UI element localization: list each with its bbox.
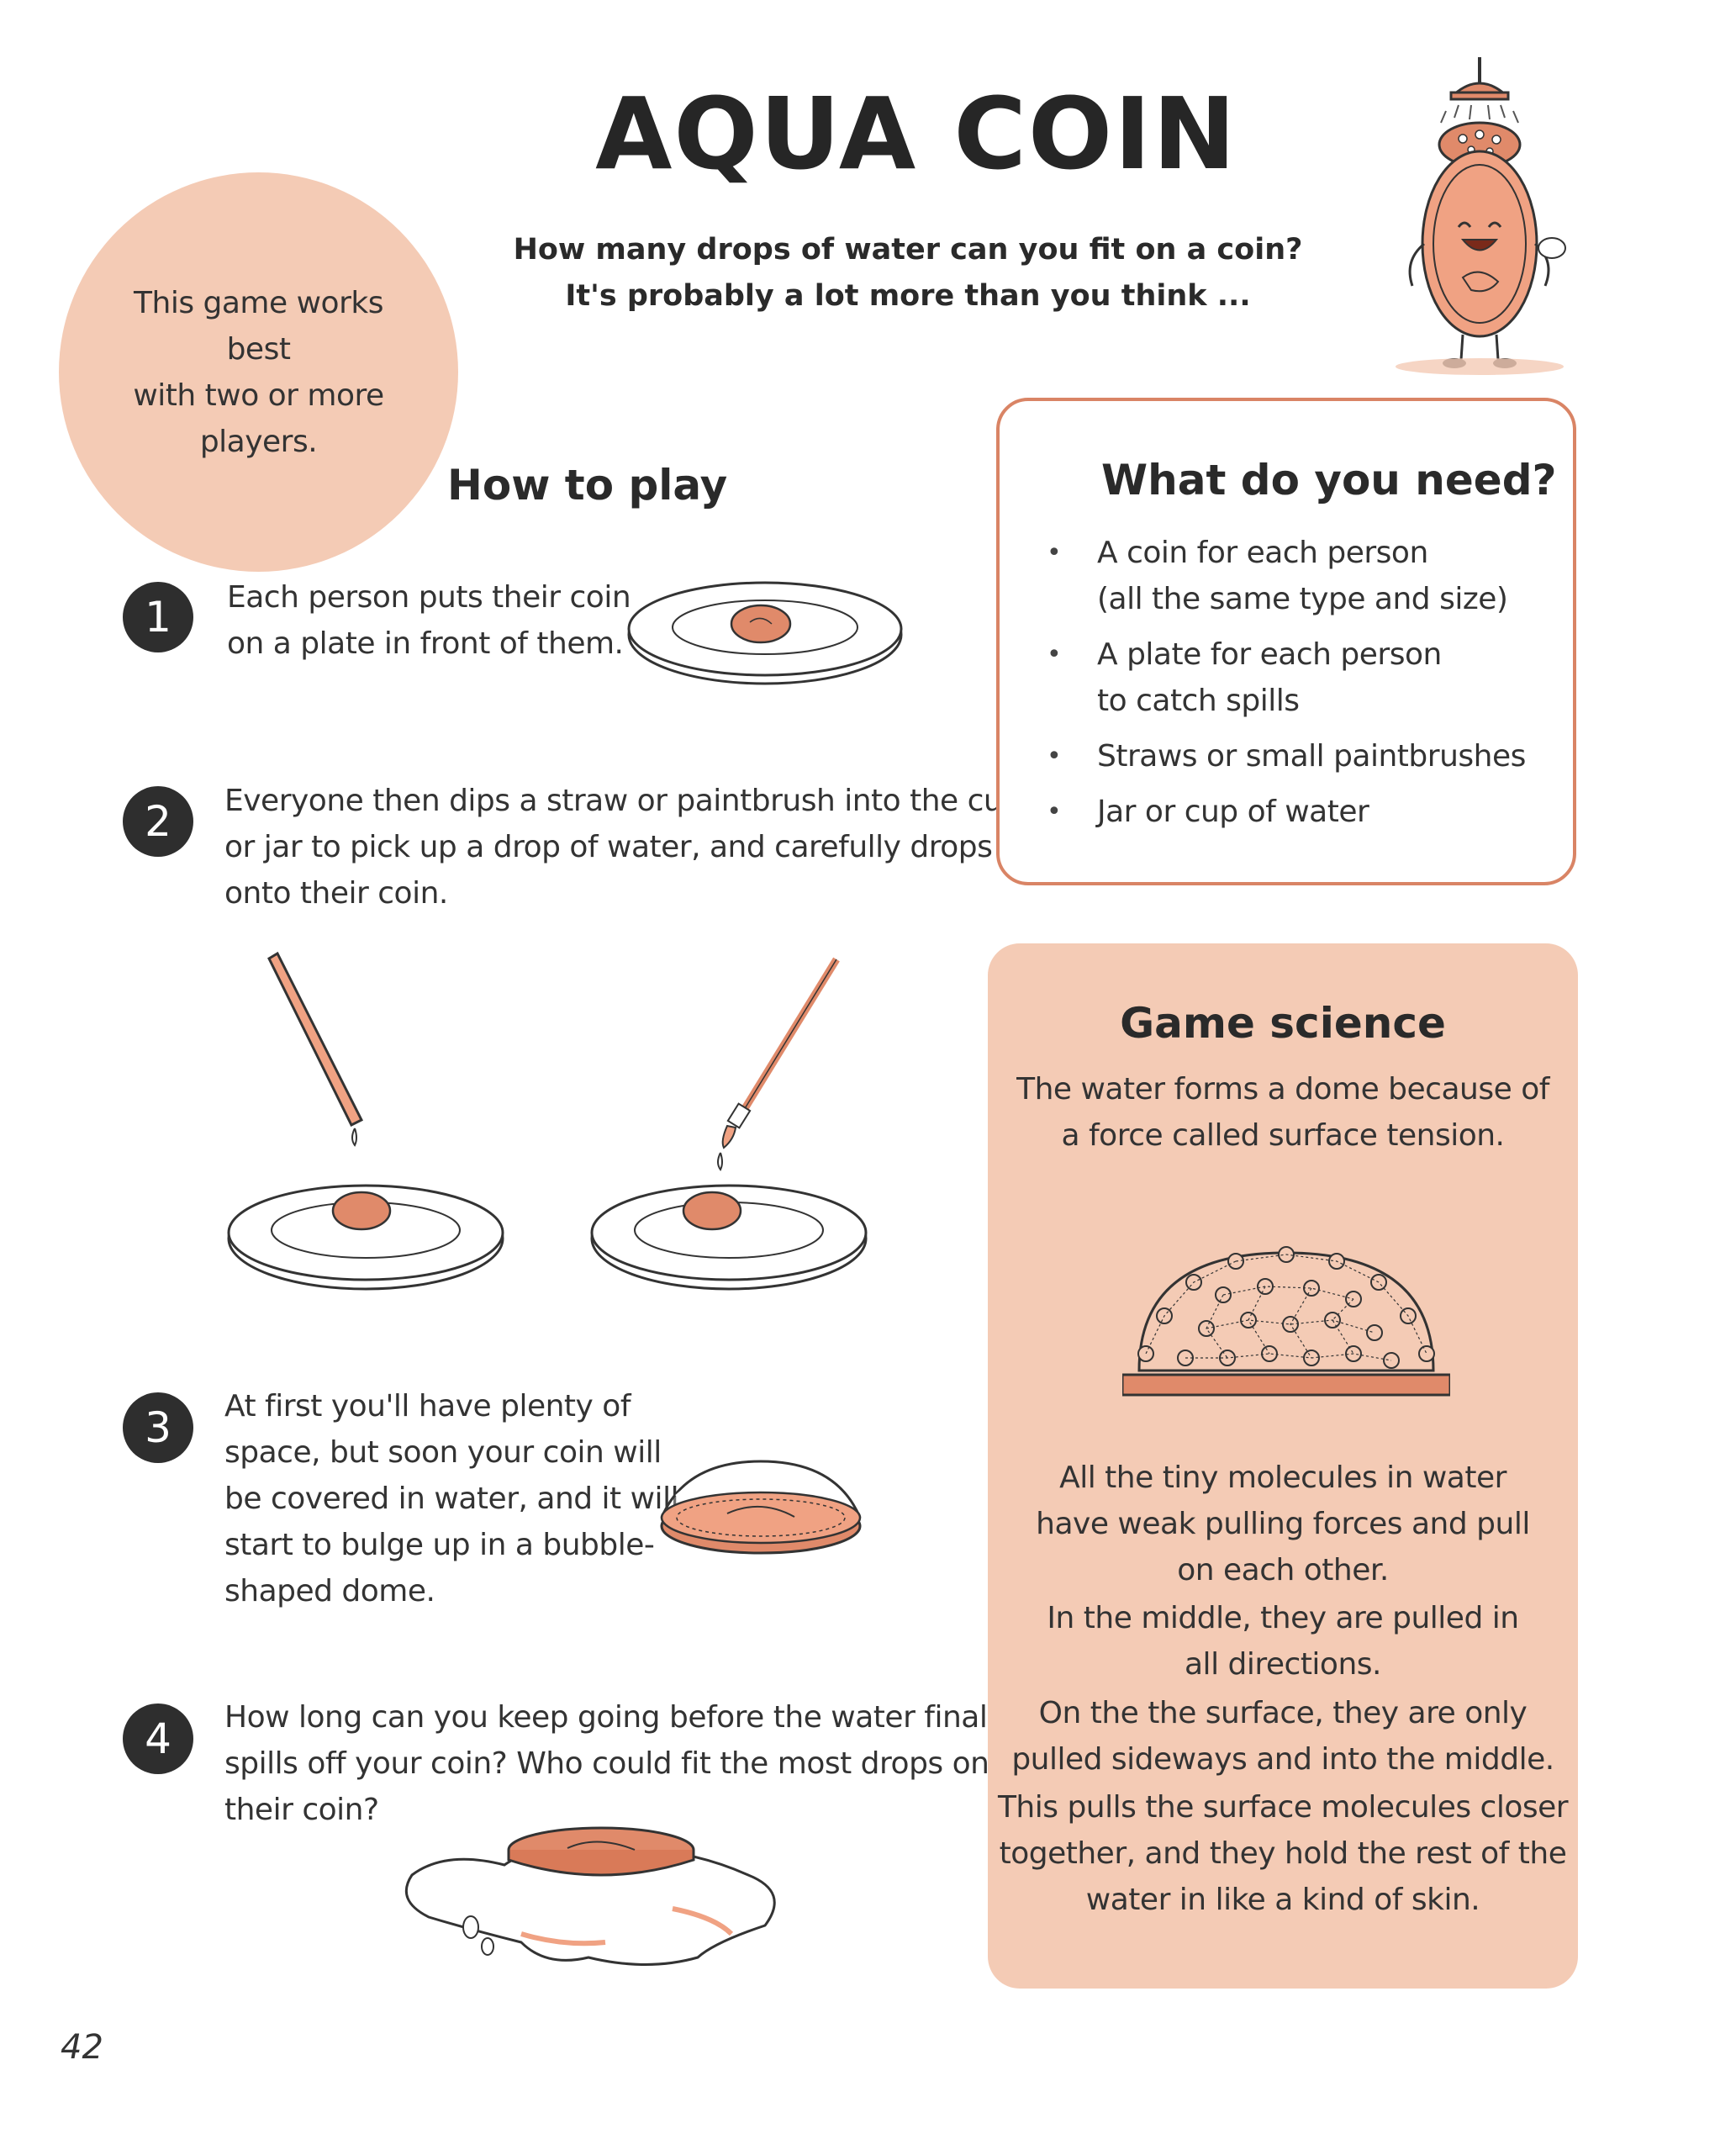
intro-line: This game works best (134, 285, 383, 367)
step-text: Each person puts their coin on a plate i… (227, 574, 631, 667)
science-line: This pulls the surface molecules closer (997, 1790, 1569, 1825)
step-line: start to bulge up in a bubble- (224, 1528, 655, 1562)
paintbrush-drop-illustration (590, 957, 868, 1291)
need-line: (all the same type and size) (1097, 582, 1508, 616)
list-item: • Jar or cup of water (1047, 789, 1551, 835)
need-line: to catch spills (1097, 684, 1300, 718)
step-number: 4 (123, 1704, 193, 1774)
science-line: water in like a kind of skin. (1085, 1883, 1480, 1917)
need-line: Jar or cup of water (1097, 795, 1369, 829)
step-number: 1 (123, 582, 193, 652)
science-line: All the tiny molecules in water (1059, 1461, 1506, 1495)
molecule-dome-diagram (1122, 1246, 1450, 1397)
step-line: shaped dome. (224, 1574, 435, 1608)
need-line: A plate for each person (1097, 637, 1442, 672)
page-subtitle: How many drops of water can you fit on a… (504, 227, 1311, 320)
step-line: spills off your coin? Who could fit the … (224, 1746, 989, 1781)
list-item: • A coin for each person (all the same t… (1047, 530, 1551, 622)
water-spill-illustration (404, 1826, 776, 1966)
step-text: At first you'll have plenty of space, bu… (224, 1383, 679, 1614)
step-line: Everyone then dips a straw or paintbrush… (224, 784, 1021, 818)
science-line: on each other. (1177, 1553, 1389, 1587)
list-item: • Straws or small paintbrushes (1047, 733, 1551, 779)
science-line: together, and they hold the rest of the (999, 1836, 1567, 1871)
science-paragraph: This pulls the surface molecules closer … (996, 1784, 1570, 1923)
step-number: 3 (123, 1392, 193, 1463)
intro-text: This game works best with two or more pl… (120, 280, 398, 465)
step-line: on a plate in front of them. (227, 626, 624, 661)
step-text: Everyone then dips a straw or paintbrush… (224, 778, 1021, 916)
bullet-icon: • (1047, 538, 1062, 568)
step-line: their coin? (224, 1793, 379, 1827)
need-line: A coin for each person (1097, 536, 1428, 570)
step-line: onto their coin. (224, 876, 448, 911)
coin-water-dome-illustration (660, 1460, 862, 1555)
step-text: How long can you keep going before the w… (224, 1694, 1013, 1833)
step-line: or jar to pick up a drop of water, and c… (224, 830, 1021, 864)
science-line: a force called surface tension. (1061, 1118, 1505, 1153)
science-box (988, 943, 1578, 1989)
need-line: Straws or small paintbrushes (1097, 739, 1526, 774)
coin-mascot-illustration (1396, 57, 1566, 375)
step-line: At first you'll have plenty of (224, 1389, 631, 1424)
page-title: AQUA COIN (595, 76, 1237, 192)
needs-heading: What do you need? (1101, 456, 1557, 504)
bullet-icon: • (1047, 640, 1062, 669)
science-paragraph: In the middle, they are pulled in all di… (996, 1595, 1570, 1688)
step-line: space, but soon your coin will (224, 1435, 662, 1470)
needs-list: • A coin for each person (all the same t… (1047, 530, 1551, 844)
intro-circle: This game works best with two or more pl… (59, 172, 458, 572)
step-line: How long can you keep going before the w… (224, 1700, 1013, 1735)
science-paragraph: All the tiny molecules in water have wea… (996, 1455, 1570, 1593)
needs-box (996, 398, 1576, 885)
intro-line: players. (199, 424, 318, 459)
science-line: pulled sideways and into the middle. (1011, 1742, 1554, 1777)
subtitle-line: It's probably a lot more than you think … (565, 279, 1251, 313)
straw-drop-illustration (227, 951, 504, 1291)
page-number: 42 (61, 2028, 103, 2067)
science-line: all directions. (1185, 1647, 1381, 1682)
science-paragraph: On the the surface, they are only pulled… (996, 1690, 1570, 1783)
list-item: • A plate for each person to catch spill… (1047, 631, 1551, 724)
science-intro: The water forms a dome because of a forc… (996, 1066, 1570, 1159)
bullet-icon: • (1047, 742, 1062, 771)
bullet-icon: • (1047, 797, 1062, 827)
step-line: be covered in water, and it will (224, 1482, 679, 1516)
science-line: In the middle, they are pulled in (1047, 1601, 1519, 1635)
science-line: The water forms a dome because of (1016, 1072, 1549, 1107)
science-heading: Game science (1120, 999, 1446, 1048)
step-number: 2 (123, 786, 193, 857)
how-to-play-heading: How to play (447, 461, 728, 510)
subtitle-line: How many drops of water can you fit on a… (513, 233, 1303, 267)
science-line: On the the surface, they are only (1038, 1696, 1528, 1730)
step-line: Each person puts their coin (227, 580, 631, 615)
intro-line: with two or more (133, 378, 384, 413)
science-line: have weak pulling forces and pull (1036, 1507, 1530, 1541)
plate-with-coin-illustration (627, 581, 903, 685)
